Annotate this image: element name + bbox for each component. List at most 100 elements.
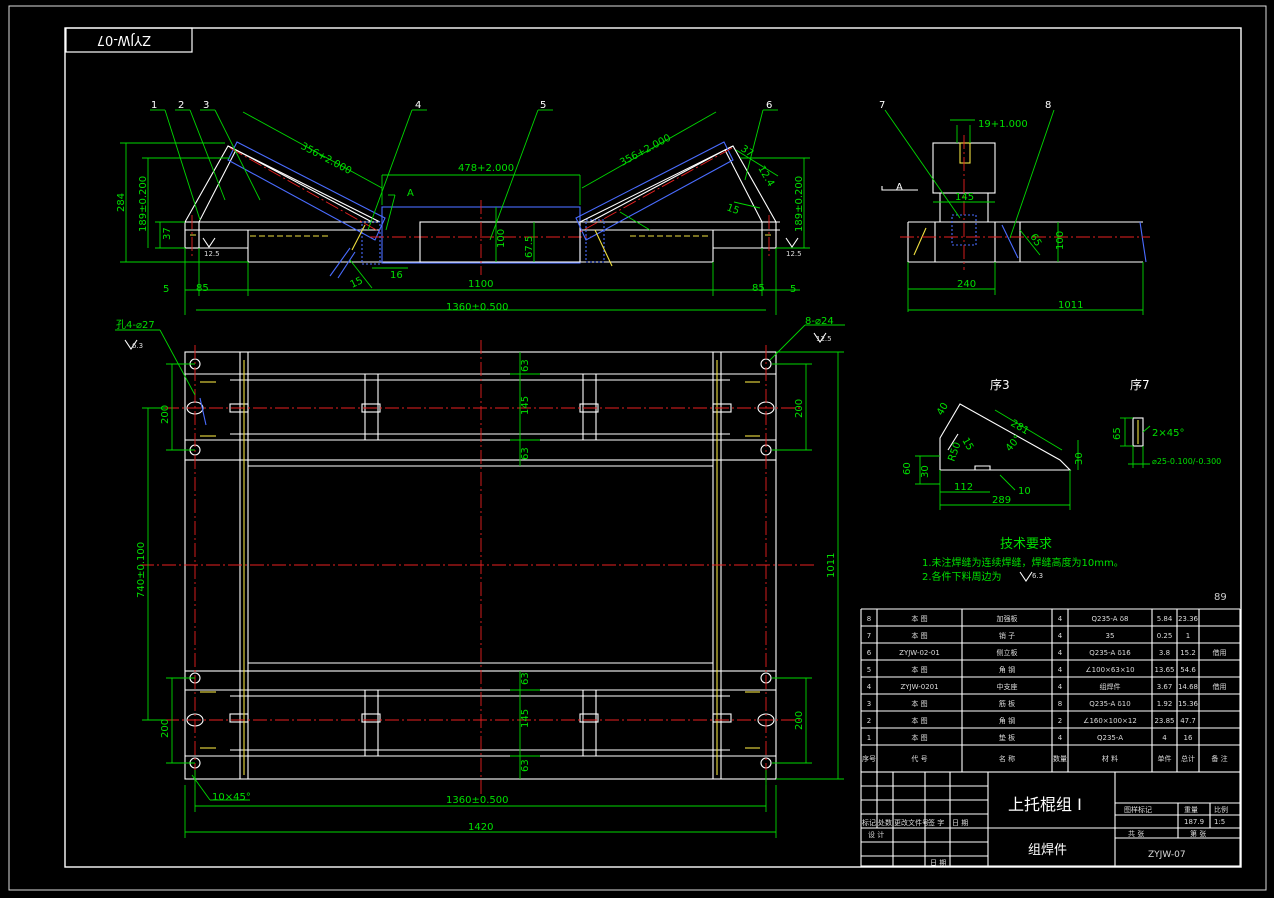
side-dim-145: 145	[955, 192, 974, 203]
sheet-no: 第 张	[1190, 829, 1206, 838]
bom-cell-material: Q235-A δ8	[1092, 615, 1129, 623]
plan-dim-63b: 63	[520, 447, 531, 460]
bom-cell-total: 54.6	[1180, 666, 1196, 674]
dim-189a: 189±0.200	[138, 176, 149, 232]
bom-cell-qty: 4	[1058, 615, 1063, 623]
bom-cell-material: Q235-A	[1097, 734, 1123, 742]
bom-cell-total: 16	[1184, 734, 1193, 742]
d3-dim-10: 10	[1018, 486, 1031, 497]
detail-7	[1120, 417, 1151, 468]
bom-cell-no: 5	[867, 666, 871, 674]
dim-85b: 85	[752, 283, 765, 294]
dim-67-5: 67.5	[524, 236, 535, 258]
plan-dim-63c: 63	[520, 672, 531, 685]
bom-cell-unit: 23.85	[1154, 717, 1174, 725]
bom-cell-total: 47.7	[1180, 717, 1196, 725]
bom-cell-qty: 8	[1058, 700, 1062, 708]
balloon-5: 5	[540, 100, 546, 111]
bom-cell-material: ∠100×63×10	[1085, 666, 1134, 674]
bom-header-no: 序号	[862, 754, 876, 763]
bom-cell-unit: 3.8	[1159, 649, 1170, 657]
notes-roughness: 6.3	[1032, 572, 1043, 580]
holes-left-label: 孔4-⌀27	[116, 319, 155, 331]
dim-5b: 5	[790, 284, 796, 295]
d3-dim-r50: R50	[946, 441, 963, 463]
section-A: A	[407, 188, 414, 199]
balloon-4: 4	[415, 100, 421, 111]
dim-284: 284	[116, 193, 127, 212]
plan-roughness-left: 6.3	[132, 342, 143, 350]
bom-cell-code: 本 图	[911, 631, 927, 640]
outer-border	[8, 5, 1267, 891]
detail-7-title: 序7	[1130, 377, 1150, 392]
front-view	[184, 141, 780, 279]
bom-cell-qty: 4	[1058, 649, 1063, 657]
dim-12-4: 12.4	[755, 164, 776, 189]
bom-cell-no: 6	[867, 649, 872, 657]
bom-cell-total: 23.36	[1178, 615, 1199, 623]
dim-37: 37	[162, 227, 173, 240]
plan-dim-200c: 200	[160, 719, 171, 738]
bom-cell-material: 组焊件	[1100, 682, 1121, 691]
plan-roughness-right: 12.5	[816, 335, 832, 343]
notes-roughness-symbol	[1019, 571, 1033, 582]
notes-line-1: 1.未注焊缝为连续焊缝，焊缝高度为10mm。	[922, 556, 1124, 569]
dim-189b: 189±0.200	[794, 176, 805, 232]
plan-dim-145a: 145	[520, 396, 531, 415]
bom-cell-material: ∠160×100×12	[1083, 717, 1137, 725]
bom-cell-code: ZYJW-0201	[900, 683, 938, 691]
dim-37b: 37	[738, 143, 755, 159]
bom-cell-note: 借用	[1213, 682, 1227, 691]
bom-cell-total: 15.36	[1178, 700, 1199, 708]
bom-cell-unit: 5.84	[1157, 615, 1173, 623]
balloon-8: 8	[1045, 100, 1051, 111]
d3-dim-40: 40	[935, 401, 951, 418]
notes-line-2: 2.各件下料周边为	[922, 570, 1002, 583]
dim-15b: 15	[349, 275, 365, 290]
part-type: 组焊件	[1028, 842, 1067, 858]
bom-cell-name: 中支座	[997, 682, 1018, 691]
d7-dim-2x45: 2×45°	[1152, 428, 1184, 439]
date-label: 日 期	[930, 859, 946, 867]
number-box	[65, 27, 193, 53]
bom-cell-name: 销 子	[999, 631, 1015, 640]
dim-100: 100	[496, 229, 507, 248]
dim-1360: 1360±0.500	[446, 302, 508, 313]
d7-dim-65: 65	[1112, 427, 1123, 440]
bom-cell-total: 14.68	[1178, 683, 1198, 691]
plan-view-dims	[115, 324, 845, 838]
d3-dim-40deg: 40°	[1004, 433, 1024, 454]
scale-value: 1:5	[1214, 818, 1225, 826]
roughness-b: 12.5	[786, 250, 802, 258]
bom-cell-code: ZYJW-02-01	[899, 649, 940, 657]
weight-label: 重量	[1184, 806, 1198, 814]
bom-header-qty: 数量	[1053, 754, 1067, 763]
side-dim-100: 100	[1055, 231, 1066, 250]
weight-value: 187.9	[1184, 818, 1204, 826]
bom-cell-no: 4	[867, 683, 872, 691]
bom-cell-name: 角 钢	[999, 716, 1015, 725]
drawing-number: ZYJW-07	[1148, 850, 1186, 860]
side-view	[881, 109, 1150, 315]
bom-cell-material: 35	[1106, 632, 1115, 640]
bom-cell-qty: 2	[1058, 717, 1062, 725]
bom-cell-unit: 4	[1162, 734, 1167, 742]
holes-right-label: 8-⌀24	[805, 316, 834, 327]
mark-label: 图样标记	[1124, 805, 1152, 814]
bom-cell-no: 7	[867, 632, 871, 640]
balloon-2: 2	[178, 100, 184, 111]
bom-header-name: 名 称	[999, 754, 1015, 763]
rev-label-4: 签 字	[928, 818, 944, 827]
bom-cell-unit: 0.25	[1157, 632, 1173, 640]
title-block-grid	[860, 771, 1241, 867]
d3-dim-60: 60	[902, 462, 913, 475]
bom-cell-code: 本 图	[911, 665, 927, 674]
bom-header-material: 材 料	[1102, 754, 1118, 763]
rev-label-3: 更改文件号	[894, 818, 929, 827]
dim-16: 16	[390, 270, 403, 281]
detail-3-title: 序3	[990, 377, 1010, 392]
rev-label-5: 日 期	[952, 819, 968, 827]
d3-dim-30b: 30	[920, 465, 931, 478]
